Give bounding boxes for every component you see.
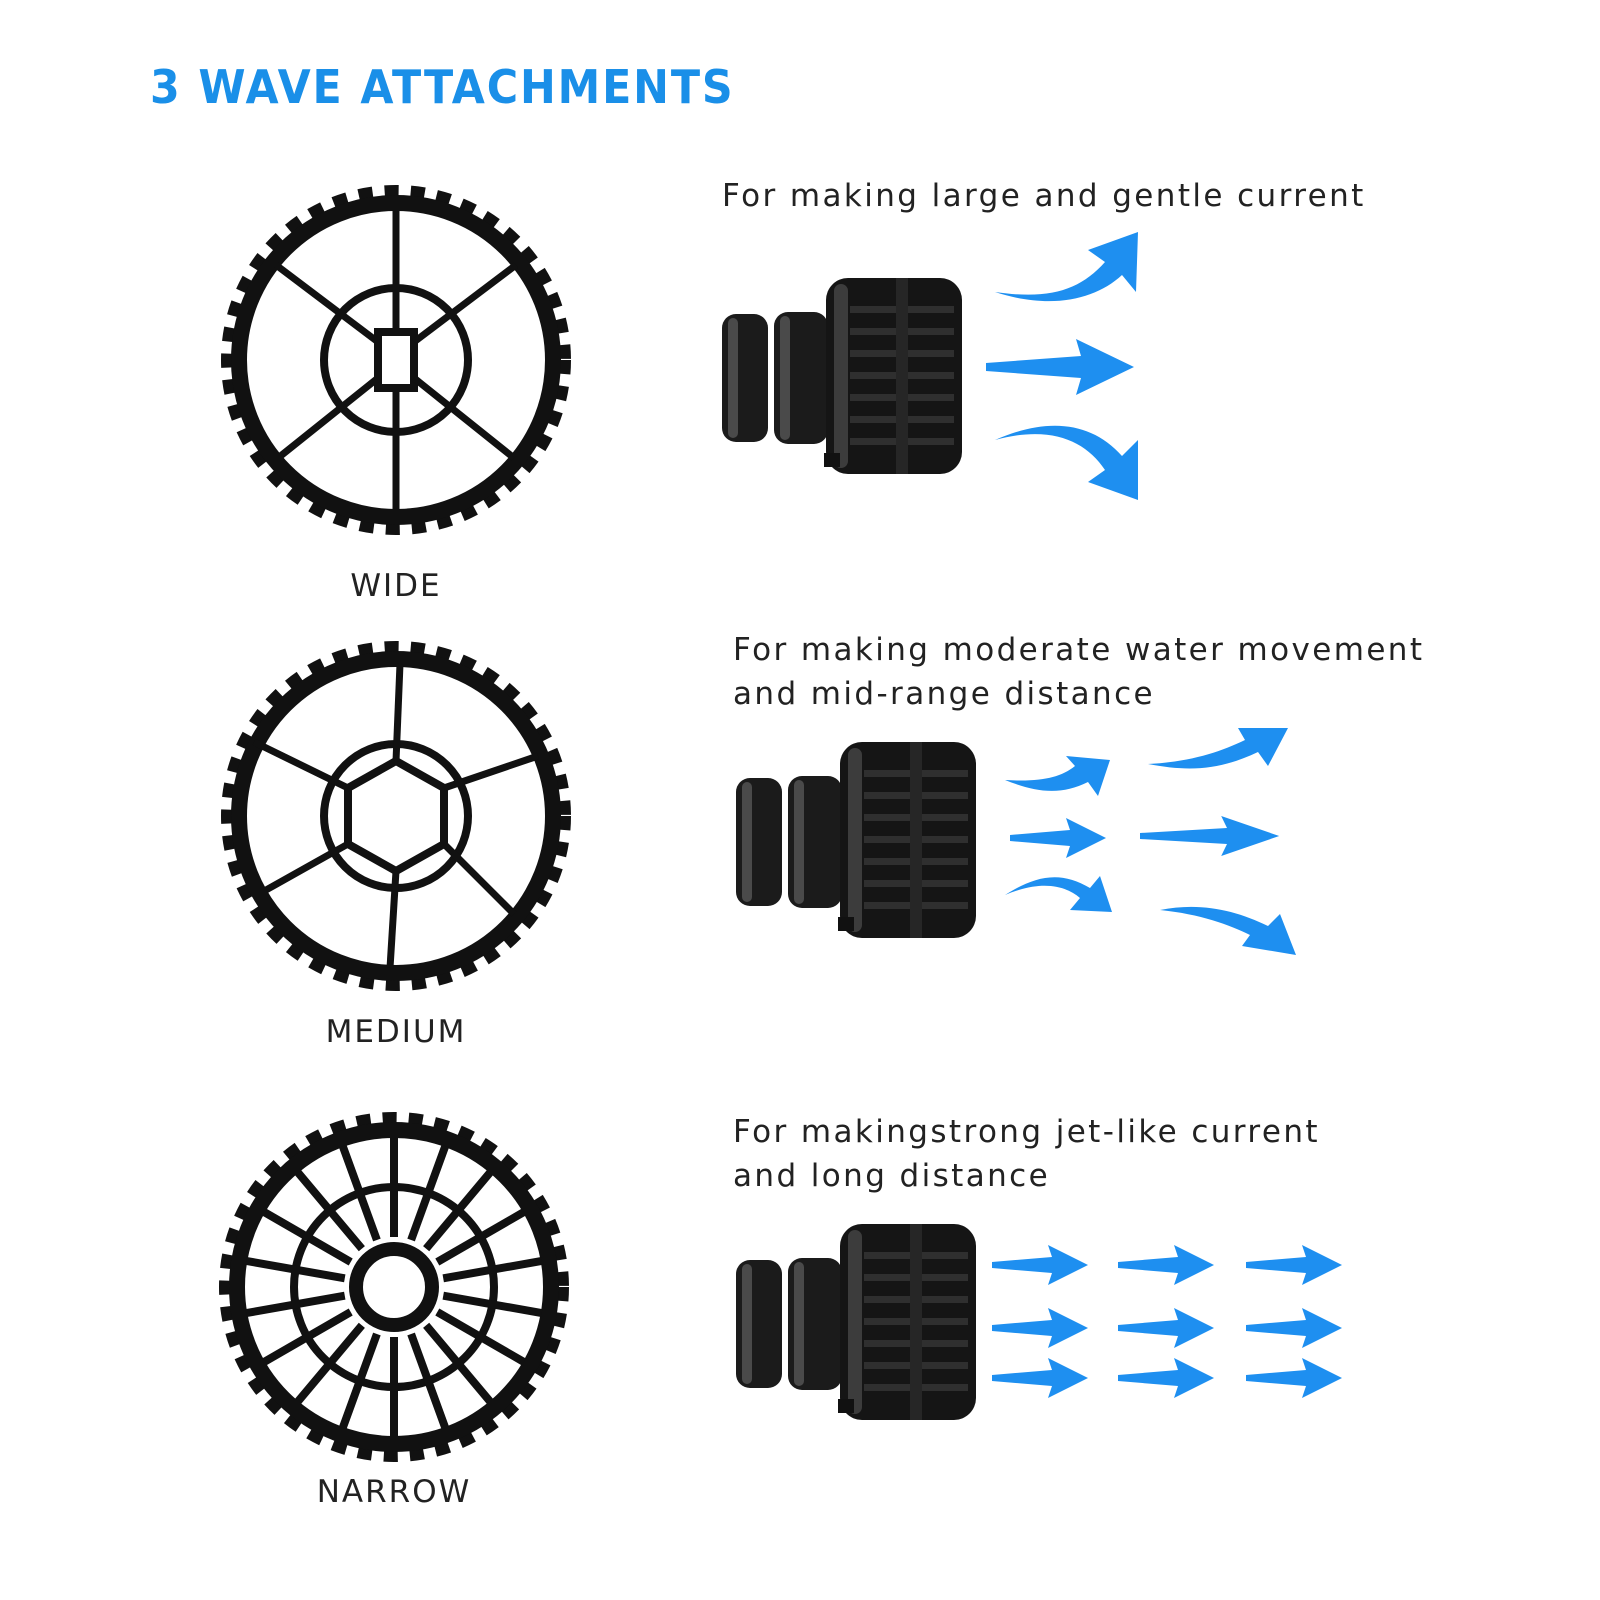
description-wide-line-1: For making large and gentle current [722,178,1366,214]
narrow-flow-arrows [992,1245,1342,1398]
attachment-label-narrow: NARROW [316,1474,472,1510]
wave-pump-medium [736,742,976,938]
description-narrow-line-2: and long distance [733,1158,1051,1194]
description-medium-line-2: and mid-range distance [733,676,1155,712]
description-medium-line-1: For making moderate water movement [733,632,1425,668]
narrow-attachment-icon [226,1119,562,1455]
page-title: 3 WAVE ATTACHMENTS [150,60,735,114]
wave-pump-wide [722,278,962,474]
wide-attachment-icon [228,192,564,528]
description-narrow-line-1: For makingstrong jet-like current [733,1114,1320,1150]
attachment-label-medium: MEDIUM [325,1014,467,1050]
description-wide: For making large and gentle current [722,174,1366,218]
medium-attachment-icon [228,648,564,984]
medium-flow-arrows [1005,728,1296,955]
wave-pump-narrow [736,1224,976,1420]
wide-flow-arrows [986,232,1138,500]
description-narrow: For makingstrong jet-like current and lo… [733,1110,1320,1198]
attachment-label-wide: WIDE [350,568,442,604]
description-medium: For making moderate water movement and m… [733,628,1424,716]
